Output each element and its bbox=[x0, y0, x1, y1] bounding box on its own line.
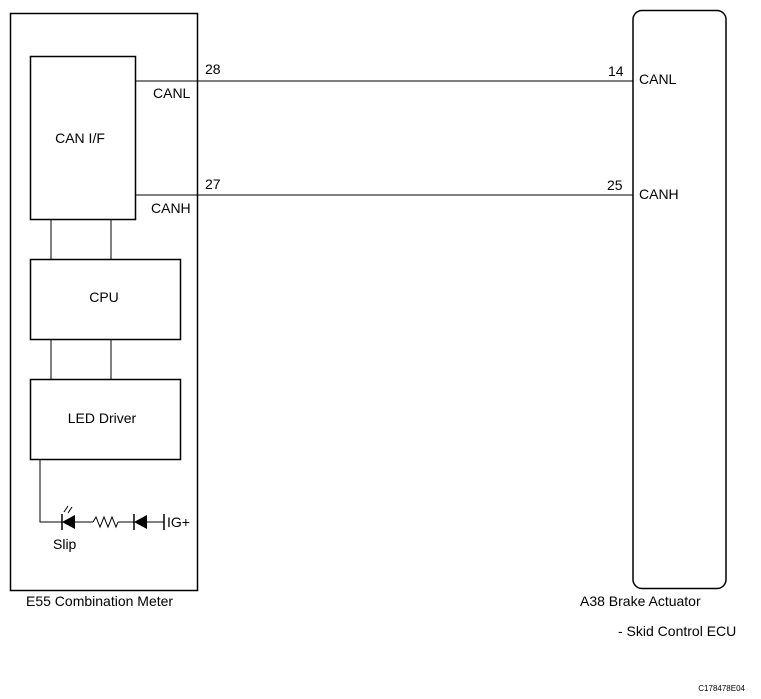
can-if-block bbox=[29, 55, 137, 221]
slip-circuit-wire bbox=[39, 459, 62, 523]
slip-label: Slip bbox=[53, 536, 77, 552]
resistor-icon bbox=[92, 515, 119, 529]
combination-meter-title: E55 Combination Meter bbox=[26, 593, 173, 609]
led-light-ray-1 bbox=[63, 505, 69, 513]
ecu-canh-pin: 25 bbox=[607, 177, 623, 193]
meter-canh-label: CANH bbox=[151, 200, 191, 216]
ecu-canl-pin: 14 bbox=[608, 63, 624, 79]
skid-control-ecu-box bbox=[632, 9, 727, 590]
meter-canl-label: CANL bbox=[153, 85, 191, 101]
ecu-canh-label: CANH bbox=[639, 186, 679, 202]
combination-meter-box bbox=[9, 12, 199, 592]
slip-led-icon bbox=[62, 515, 75, 529]
cpu-label: CPU bbox=[89, 289, 119, 305]
figure-code: C178478E04 bbox=[698, 684, 745, 693]
can-if-label: CAN I/F bbox=[55, 130, 105, 146]
led-driver-block bbox=[29, 378, 182, 461]
meter-canl-pin: 28 bbox=[205, 61, 221, 77]
brake-actuator-title: A38 Brake Actuator bbox=[580, 593, 701, 609]
meter-canh-pin: 27 bbox=[205, 176, 221, 192]
diode-icon bbox=[134, 515, 147, 529]
ig-label: IG+ bbox=[167, 514, 190, 530]
led-light-ray-2 bbox=[67, 506, 73, 514]
skid-control-ecu-subtitle: - Skid Control ECU bbox=[618, 623, 736, 639]
ecu-canl-label: CANL bbox=[639, 71, 677, 87]
cpu-block bbox=[29, 258, 182, 341]
led-driver-label: LED Driver bbox=[68, 410, 137, 426]
